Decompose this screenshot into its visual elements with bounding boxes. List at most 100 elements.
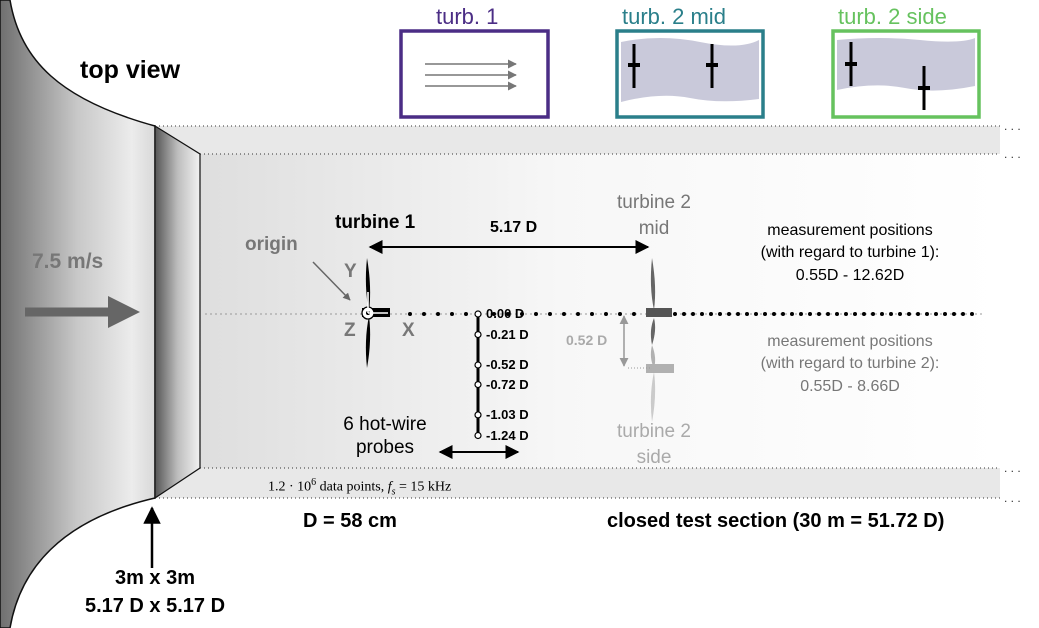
measurement-dot: [576, 312, 580, 316]
measurement-dot: [408, 312, 412, 316]
measurement-dot: [422, 312, 426, 316]
turbine-1-label: turbine 1: [335, 212, 416, 233]
measurement-dot: [436, 312, 440, 316]
distance-label: 5.17 D: [490, 219, 538, 236]
measurement-block-t1: measurement positions (with regard to tu…: [725, 220, 975, 287]
turbine-2-mid-symbol: [646, 258, 672, 345]
turbine-1-symbol: [361, 258, 390, 368]
measurement-t2-line2: (with regard to turbine 2):: [760, 355, 940, 373]
measurement-dot: [943, 312, 947, 316]
measurement-dot: [548, 312, 552, 316]
measurement-dot: [826, 312, 830, 316]
test-section-label: closed test section (30 m = 51.72 D): [607, 510, 945, 532]
sampling-subscript: s: [391, 486, 396, 498]
measurement-dot: [835, 312, 839, 316]
diagram-title: top view: [80, 56, 181, 84]
measurement-t2-range: 0.55D - 8.66D: [800, 377, 900, 395]
data-points-text: data points,: [319, 479, 385, 495]
measurement-dot: [925, 312, 929, 316]
measurement-dot: [700, 312, 704, 316]
legend-wake-side: [837, 38, 975, 91]
measurement-dot: [898, 312, 902, 316]
measurement-dot: [682, 312, 686, 316]
measurement-dot: [618, 312, 622, 316]
measurement-dot: [871, 312, 875, 316]
legend-turbine-mid: [628, 44, 718, 88]
inlet-size-m: 3m x 3m: [114, 567, 196, 589]
test-section-floor: [200, 154, 1000, 468]
measurement-dot: [907, 312, 911, 316]
probe-marker: [474, 331, 482, 339]
inlet-size-d: 5.17 D x 5.17 D: [84, 595, 226, 617]
measurement-dot: [604, 312, 608, 316]
measurement-dot: [808, 312, 812, 316]
data-points-label: 1.2 · 106 data points, fs = 15 kHz: [268, 477, 451, 497]
measurement-dot: [844, 312, 848, 316]
measurement-dot: [718, 312, 722, 316]
data-points-prefix: 1.2 · 10: [268, 479, 312, 495]
measurement-dot: [799, 312, 803, 316]
offset-label: 0.52 D: [566, 332, 608, 348]
measurement-dot: [934, 312, 938, 316]
axis-x-label: X: [402, 320, 415, 341]
measurement-dot: [590, 312, 594, 316]
measurement-dot: [534, 312, 538, 316]
measurement-dot: [952, 312, 956, 316]
tunnel-wall-top: [155, 126, 1000, 154]
origin-label: origin: [245, 234, 298, 255]
measurement-dot: [961, 312, 965, 316]
measurement-dot: [916, 312, 920, 316]
svg-text:. . .: . . .: [1004, 461, 1021, 475]
legend-wake-mid: [621, 38, 759, 102]
measurement-dot: [970, 312, 974, 316]
measurement-point-dots: [408, 312, 974, 316]
turbine-2-side-symbol: [646, 345, 674, 422]
legend-turbine-side: [845, 42, 930, 110]
probe-label: 0.00 D: [486, 306, 525, 321]
measurement-block-t2: measurement positions (with regard to tu…: [720, 331, 980, 398]
measurement-dot: [736, 312, 740, 316]
legend-box-turb1: [399, 29, 550, 119]
legend-flow-arrows: [425, 59, 517, 91]
data-points-exponent: 6: [311, 477, 317, 488]
sampling-symbol: f: [387, 479, 392, 495]
nozzle-outlet: [154, 124, 201, 500]
measurement-dot: [889, 312, 893, 316]
turbine-2-mid-label: turbine 2 mid: [617, 192, 691, 239]
measurement-dot: [691, 312, 695, 316]
probe-label: -0.72 D: [486, 376, 529, 392]
measurement-dot: [562, 312, 566, 316]
probe-label: -0.21 D: [486, 326, 529, 342]
measurement-dot: [853, 312, 857, 316]
legend-turb1-label: turb. 1: [436, 4, 499, 29]
turbine-2-side-label: turbine 2 side: [617, 421, 691, 468]
measurement-dot: [673, 312, 677, 316]
measurement-dot: [754, 312, 758, 316]
measurement-dot: [745, 312, 749, 316]
svg-text:. . .: . . .: [1004, 147, 1021, 161]
measurement-dot: [450, 312, 454, 316]
probe-marker: [474, 361, 482, 369]
axis-z-label: Z: [344, 320, 356, 341]
svg-text:. . .: . . .: [1004, 119, 1021, 133]
inflow-speed: 7.5 m/s: [32, 250, 104, 273]
legend-turb2-side-label: turb. 2 side: [838, 4, 947, 29]
measurement-t1-line1: measurement positions: [767, 222, 933, 239]
diameter-label: D = 58 cm: [303, 510, 397, 532]
svg-text:. . .: . . .: [1004, 491, 1021, 505]
tunnel-wall-bottom: [155, 468, 1000, 498]
axis-y-label: Y: [344, 261, 357, 282]
probe-marker: [474, 381, 482, 389]
measurement-dot: [781, 312, 785, 316]
measurement-dot: [790, 312, 794, 316]
measurement-dot: [880, 312, 884, 316]
measurement-dot: [709, 312, 713, 316]
measurement-t2-line1: measurement positions: [767, 333, 933, 350]
sampling-frequency: = 15 kHz: [395, 479, 452, 495]
measurement-dot: [817, 312, 821, 316]
probe-label: -1.03 D: [486, 406, 529, 422]
probe-label: -1.24 D: [486, 427, 529, 443]
measurement-dot: [492, 312, 496, 316]
